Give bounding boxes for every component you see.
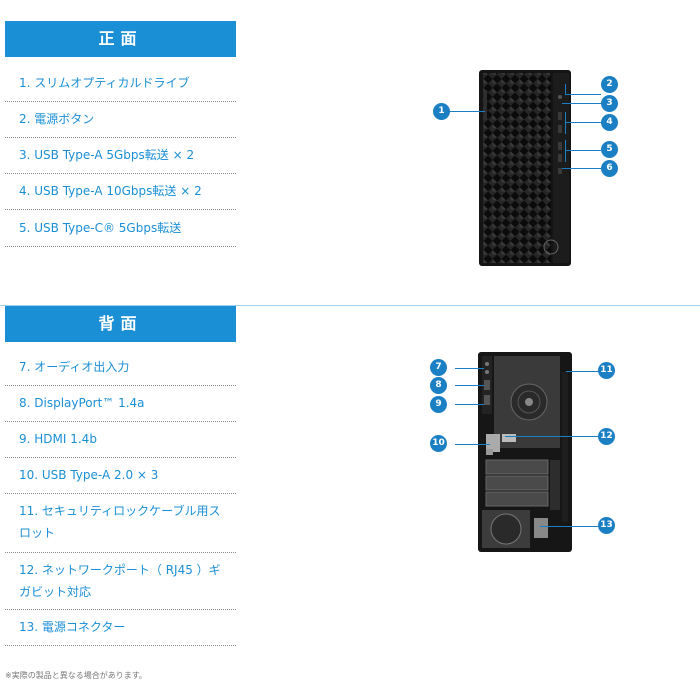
callout-4-leader — [565, 122, 601, 123]
callout-9-badge: 9 — [430, 396, 447, 413]
callout-9-leader — [455, 404, 484, 405]
back-pc-illustration — [478, 352, 572, 552]
callout-12-leader — [505, 436, 598, 437]
front-spec-item-3: 3. USB Type-A 5Gbps転送 × 2 — [5, 144, 236, 174]
callout-4-bracket — [565, 112, 566, 134]
callout-1-badge: 1 — [433, 103, 450, 120]
callout-3-leader — [562, 103, 601, 104]
callout-5-bracket — [565, 140, 566, 162]
back-spec-item-11: 11. セキュリティロックケーブル用スロット — [5, 500, 236, 553]
callout-8-leader — [455, 385, 484, 386]
callout-12-badge: 12 — [598, 428, 615, 445]
callout-13-badge: 13 — [598, 517, 615, 534]
callout-11-leader — [566, 371, 599, 372]
callout-5-leader — [565, 150, 601, 151]
callout-13-leader — [540, 526, 598, 527]
callout-6-leader — [562, 168, 601, 169]
callout-5-badge: 5 — [601, 141, 618, 158]
callout-7-badge: 7 — [430, 359, 447, 376]
back-section-header: 背面 — [5, 306, 236, 342]
back-spec-item-13: 13. 電源コネクター — [5, 616, 236, 646]
back-spec-item-12: 12. ネットワークポート（ RJ45 ）ギガビット対応 — [5, 559, 236, 610]
front-pc-illustration — [479, 70, 571, 266]
callout-10-leader — [455, 444, 490, 445]
callout-6-badge: 6 — [601, 160, 618, 177]
callout-11-badge: 11 — [598, 362, 615, 379]
callout-2-leader — [565, 94, 601, 95]
callout-3-badge: 3 — [601, 95, 618, 112]
back-spec-item-8: 8. DisplayPort™ 1.4a — [5, 392, 236, 422]
back-spec-item-9: 9. HDMI 1.4b — [5, 428, 236, 458]
callout-4-badge: 4 — [601, 114, 618, 131]
callout-10-badge: 10 — [430, 435, 447, 452]
footnote: ※実際の製品と異なる場合があります。 — [5, 671, 147, 680]
back-spec-item-7: 7. オーディオ出入力 — [5, 356, 236, 386]
callout-7-leader — [455, 368, 484, 369]
callout-1-leader — [449, 111, 485, 112]
back-spec-item-10: 10. USB Type-A 2.0 × 3 — [5, 464, 236, 494]
callout-8-badge: 8 — [430, 377, 447, 394]
front-spec-item-2: 2. 電源ボタン — [5, 108, 236, 138]
front-spec-item-4: 4. USB Type-A 10Gbps転送 × 2 — [5, 180, 236, 210]
callout-2-leader-v — [565, 84, 566, 95]
front-spec-item-1: 1. スリムオプティカルドライブ — [5, 72, 236, 102]
front-spec-item-5: 5. USB Type-C® 5Gbps転送 — [5, 217, 236, 247]
front-section-header: 正面 — [5, 21, 236, 57]
callout-2-badge: 2 — [601, 76, 618, 93]
section-divider — [0, 305, 700, 306]
